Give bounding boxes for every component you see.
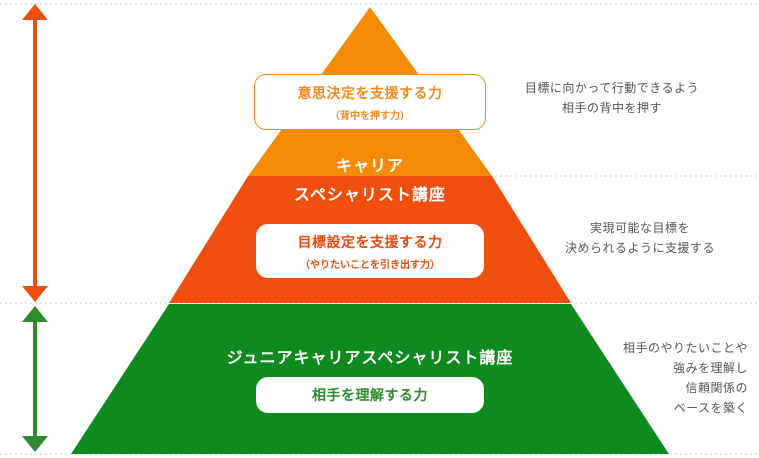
description-bottom: 相手のやりたいことや 強みを理解し 信頼関係の ベースを築く <box>560 338 748 418</box>
arrow-lower-range <box>22 306 48 452</box>
skill-box-decision-support: 意思決定を支援する力 （背中を押す力） <box>254 74 486 130</box>
skill-sublabel-decision-support: （背中を押す力） <box>330 110 410 122</box>
course-title-career: キャリア <box>335 156 404 175</box>
description-line: 相手のやりたいことや <box>622 341 748 355</box>
skill-label-decision-support: 意思決定を支援する力 <box>297 85 443 102</box>
description-line: 実現可能な目標を <box>589 221 690 235</box>
description-line: 決められるように支援する <box>564 241 715 255</box>
skill-label-understanding: 相手を理解する力 <box>312 388 428 404</box>
description-line: 強みを理解し <box>672 361 748 375</box>
description-line: 目標に向かって行動できるよう <box>524 81 700 95</box>
skill-box-goal-setting: 目標設定を支援する力 （やりたいことを引き出す力） <box>256 224 484 278</box>
skill-label-goal-setting: 目標設定を支援する力 <box>297 234 443 251</box>
description-line: 相手の背中を押す <box>561 101 662 115</box>
description-line: 信頼関係の <box>685 381 748 395</box>
description-top: 目標に向かって行動できるよう 相手の背中を押す <box>502 78 722 118</box>
skill-box-understanding: 相手を理解する力 <box>256 377 484 413</box>
course-title-specialist: スペシャリスト講座 <box>294 185 446 204</box>
skill-sublabel-goal-setting: （やりたいことを引き出す力） <box>300 259 440 271</box>
course-title-junior: ジュニアキャリアスペシャリスト講座 <box>226 348 514 367</box>
description-middle: 実現可能な目標を 決められるように支援する <box>540 218 740 258</box>
description-line: ベースを築く <box>673 401 748 415</box>
arrow-upper-range <box>22 4 48 302</box>
